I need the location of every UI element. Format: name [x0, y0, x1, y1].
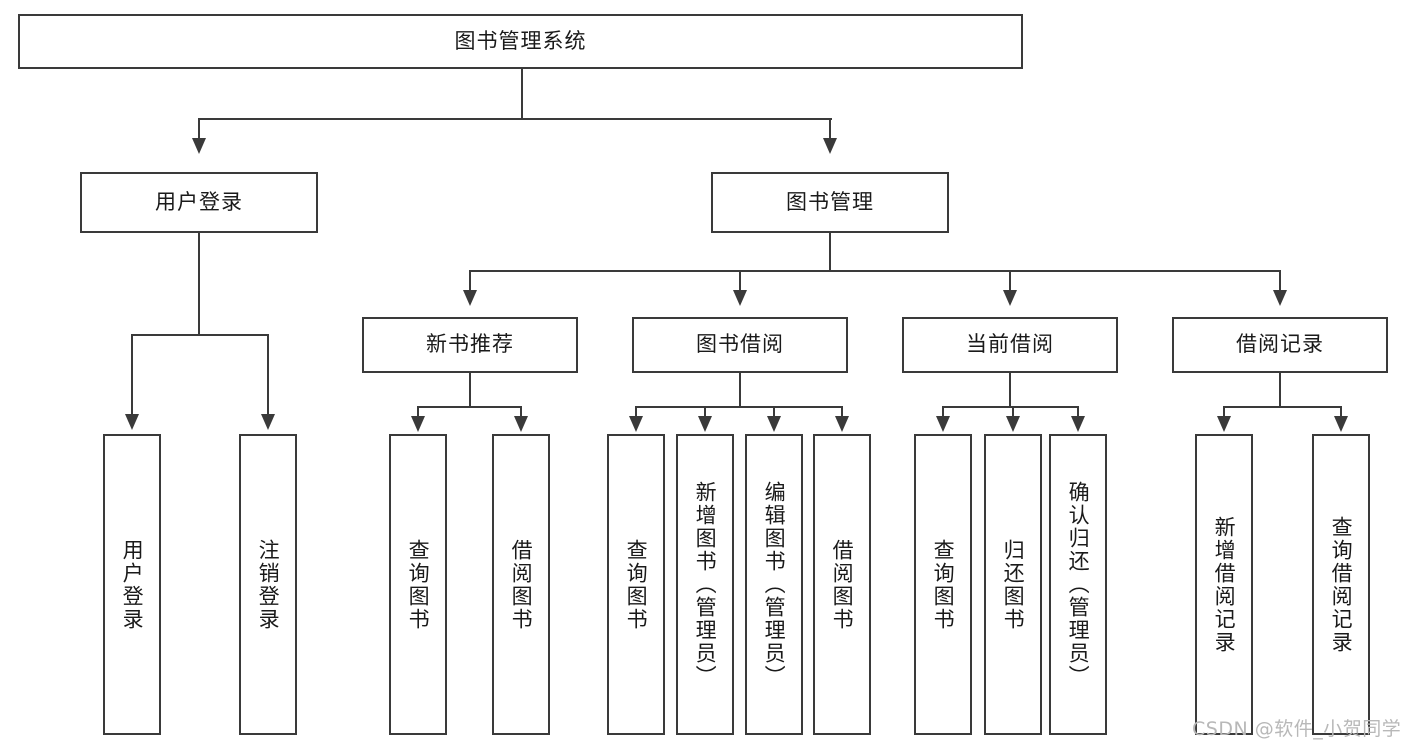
arrowhead-book-borrow	[733, 290, 747, 306]
leaf-cb-query-book[interactable]: 查询图书	[914, 434, 972, 735]
leaf-nbr-borrow-book[interactable]: 借阅图书	[492, 434, 550, 735]
connector-bb-stem	[739, 373, 741, 407]
node-label: 图书管理	[786, 189, 874, 214]
connector-nbr-stem	[469, 373, 471, 407]
connector-bm-drop-2	[739, 270, 741, 292]
connector-bm-drop-3	[1009, 270, 1011, 292]
connector-cb-stem	[1009, 373, 1011, 407]
csdn-watermark: CSDN @软件_小贺同学	[1192, 718, 1402, 740]
arrowhead-user-login	[192, 138, 206, 154]
node-label: 图书管理系统	[454, 28, 587, 53]
node-label: 查询借阅记录	[1329, 515, 1354, 654]
arrowhead-new-book-recommend	[463, 290, 477, 306]
node-user-login[interactable]: 用户登录	[80, 172, 318, 233]
connector-cb-drop-3	[1077, 406, 1079, 418]
leaf-bb-borrow-book[interactable]: 借阅图书	[813, 434, 871, 735]
connector-user-login-bus	[131, 334, 269, 336]
leaf-cb-return-book[interactable]: 归还图书	[984, 434, 1042, 735]
arrowhead-book-management	[823, 138, 837, 154]
connector-bb-drop-1	[635, 406, 637, 418]
leaf-bb-add-book-admin[interactable]: 新增图书（管理员）	[676, 434, 734, 735]
connector-cb-bus	[942, 406, 1078, 408]
node-label: 确认归还（管理员）	[1066, 481, 1091, 688]
node-label: 查询图书	[931, 538, 956, 631]
node-label: 归还图书	[1001, 538, 1026, 631]
connector-user-login-drop-1	[131, 334, 133, 416]
connector-root-stem	[521, 69, 523, 119]
connector-bb-drop-2	[704, 406, 706, 418]
connector-user-login-drop-2	[267, 334, 269, 416]
connector-book-management-bus	[469, 270, 1280, 272]
connector-user-login-stem	[198, 233, 200, 335]
connector-bm-drop-1	[469, 270, 471, 292]
connector-book-management-stem	[829, 233, 831, 271]
arrowhead-leaf-br-1	[1217, 416, 1231, 432]
connector-br-bus	[1223, 406, 1342, 408]
node-label: 新书推荐	[426, 332, 514, 357]
arrowhead-leaf-nbr-1	[411, 416, 425, 432]
node-label: 借阅记录	[1236, 332, 1324, 357]
node-current-borrow[interactable]: 当前借阅	[902, 317, 1118, 373]
connector-root-drop-left	[198, 118, 200, 140]
connector-br-drop-2	[1340, 406, 1342, 418]
connector-br-stem	[1279, 373, 1281, 407]
node-book-borrow[interactable]: 图书借阅	[632, 317, 848, 373]
leaf-logout[interactable]: 注销登录	[239, 434, 297, 735]
arrowhead-leaf-bb-1	[629, 416, 643, 432]
node-label: 查询图书	[624, 538, 649, 631]
leaf-cb-confirm-return-admin[interactable]: 确认归还（管理员）	[1049, 434, 1107, 735]
node-label: 新增图书（管理员）	[693, 481, 718, 688]
connector-nbr-drop-2	[520, 406, 522, 418]
arrowhead-leaf-cb-3	[1071, 416, 1085, 432]
node-label: 借阅图书	[509, 538, 534, 631]
connector-root-drop-right	[829, 118, 831, 140]
arrowhead-leaf-bb-4	[835, 416, 849, 432]
connector-nbr-drop-1	[417, 406, 419, 418]
arrowhead-leaf-bb-3	[767, 416, 781, 432]
node-label: 图书借阅	[696, 332, 784, 357]
arrowhead-leaf-logout	[261, 414, 275, 430]
node-new-book-recommend[interactable]: 新书推荐	[362, 317, 578, 373]
connector-bb-drop-4	[841, 406, 843, 418]
leaf-br-query-record[interactable]: 查询借阅记录	[1312, 434, 1370, 735]
arrowhead-current-borrow	[1003, 290, 1017, 306]
node-label: 借阅图书	[830, 538, 855, 631]
arrowhead-leaf-nbr-2	[514, 416, 528, 432]
connector-cb-drop-1	[942, 406, 944, 418]
connector-bb-drop-3	[773, 406, 775, 418]
connector-nbr-bus	[417, 406, 522, 408]
leaf-bb-query-book[interactable]: 查询图书	[607, 434, 665, 735]
node-label: 用户登录	[155, 189, 243, 214]
node-label: 用户登录	[120, 538, 145, 631]
connector-cb-drop-2	[1012, 406, 1014, 418]
node-label: 新增借阅记录	[1212, 515, 1237, 654]
connector-root-bus	[198, 118, 832, 120]
node-label: 编辑图书（管理员）	[762, 481, 787, 688]
leaf-bb-edit-book-admin[interactable]: 编辑图书（管理员）	[745, 434, 803, 735]
arrowhead-leaf-br-2	[1334, 416, 1348, 432]
arrowhead-borrow-records	[1273, 290, 1287, 306]
node-book-management[interactable]: 图书管理	[711, 172, 949, 233]
arrowhead-leaf-cb-1	[936, 416, 950, 432]
node-label: 当前借阅	[966, 332, 1054, 357]
leaf-user-login[interactable]: 用户登录	[103, 434, 161, 735]
leaf-nbr-query-book[interactable]: 查询图书	[389, 434, 447, 735]
node-root-book-management-system[interactable]: 图书管理系统	[18, 14, 1023, 69]
connector-bb-bus	[635, 406, 842, 408]
connector-bm-drop-4	[1279, 270, 1281, 292]
arrowhead-leaf-cb-2	[1006, 416, 1020, 432]
node-label: 查询图书	[406, 538, 431, 631]
node-borrow-records[interactable]: 借阅记录	[1172, 317, 1388, 373]
leaf-br-add-record[interactable]: 新增借阅记录	[1195, 434, 1253, 735]
arrowhead-leaf-bb-2	[698, 416, 712, 432]
connector-br-drop-1	[1223, 406, 1225, 418]
arrowhead-leaf-user-login	[125, 414, 139, 430]
node-label: 注销登录	[256, 538, 281, 631]
